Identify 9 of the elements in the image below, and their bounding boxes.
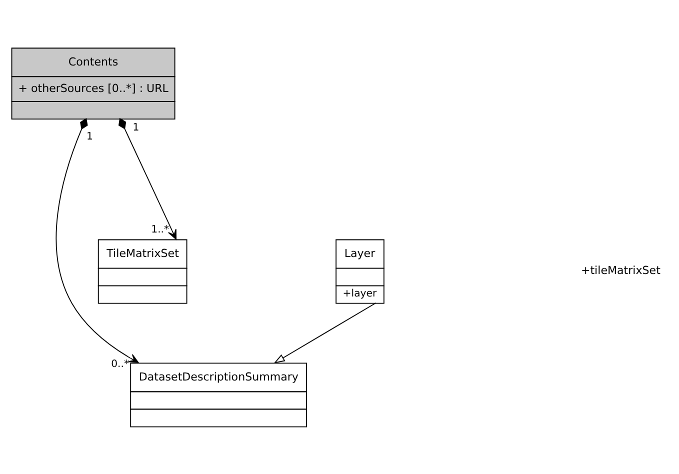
label: 1 xyxy=(132,122,140,134)
label: 1 xyxy=(86,131,94,142)
label: +layer xyxy=(342,288,377,300)
label: 1..* xyxy=(151,224,170,236)
arrow xyxy=(56,118,139,364)
label: 0..* xyxy=(111,359,130,370)
arrow xyxy=(118,118,177,240)
arrow xyxy=(274,302,376,364)
label: +tileMatrixSet xyxy=(580,264,660,277)
